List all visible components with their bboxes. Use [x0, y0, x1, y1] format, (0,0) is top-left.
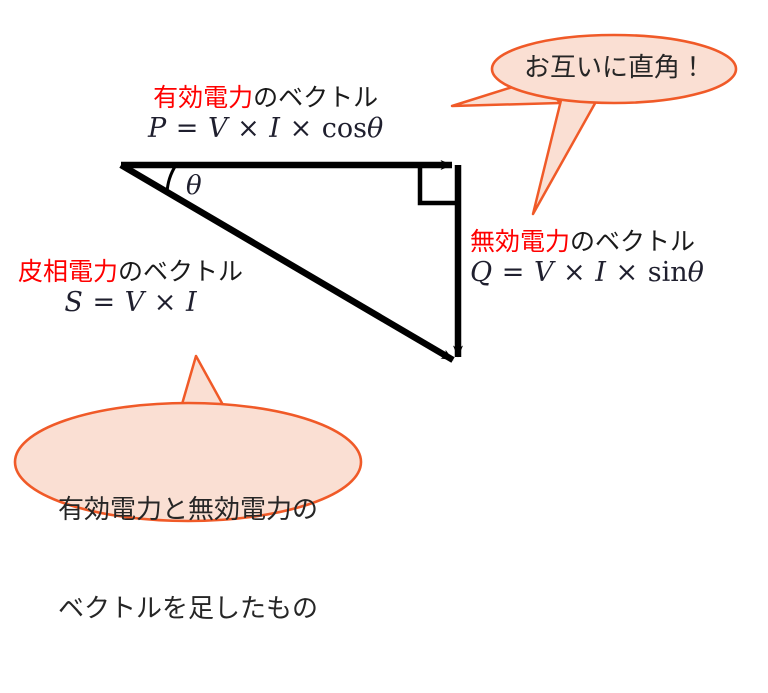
reactive-power-title-rest: のベクトル	[570, 227, 696, 256]
apparent-power-formula: S = V × I	[18, 287, 243, 318]
active-power-formula-equals: =	[175, 113, 199, 144]
apparent-power-title: 皮相電力のベクトル	[18, 258, 243, 286]
active-power-formula-times-2: ×	[289, 113, 313, 144]
apparent-power-formula-symbol: S	[64, 287, 83, 318]
right-angle-marker	[417, 166, 458, 206]
active-power-label: 有効電力のベクトル P = V × I × cosθ	[148, 84, 383, 144]
reactive-power-title-highlight: 無効電力	[470, 227, 571, 256]
vector-diagram-layer	[119, 160, 463, 363]
apparent-power-title-rest: のベクトル	[118, 257, 244, 286]
reactive-power-formula-times-2: ×	[615, 257, 639, 288]
right-angle-callout-text: お互いに直角！	[523, 53, 706, 83]
active-power-title-rest: のベクトル	[253, 83, 379, 112]
active-power-formula-symbol: P	[148, 113, 167, 144]
reactive-power-formula-times-1: ×	[563, 257, 586, 288]
apparent-power-callout-bubble[interactable]	[13, 401, 363, 523]
apparent-power-callout-text: 有効電力と無効電力の ベクトルを足したもの	[15, 427, 361, 693]
reactive-power-formula-function: sin	[647, 257, 688, 288]
apparent-power-formula-v: V	[124, 287, 145, 318]
apparent-power-label: 皮相電力のベクトル S = V × I	[18, 258, 243, 318]
apparent-power-callout-line-2: ベクトルを足したもの	[57, 594, 318, 625]
reactive-power-formula-symbol: Q	[470, 257, 493, 288]
active-power-formula-v: V	[207, 113, 228, 144]
right-angle-callout-bubble[interactable]	[490, 33, 738, 105]
apparent-power-vector	[119, 162, 455, 363]
apparent-power-callout-line-1: 有効電力と無効電力の	[57, 494, 318, 525]
active-power-title-highlight: 有効電力	[153, 83, 254, 112]
active-power-formula-function: cos	[321, 113, 368, 144]
active-power-formula-i: I	[269, 113, 280, 144]
reactive-power-label: 無効電力のベクトル Q = V × I × sinθ	[470, 228, 704, 288]
reactive-power-formula: Q = V × I × sinθ	[470, 257, 704, 288]
reactive-power-formula-theta: θ	[687, 257, 704, 288]
active-power-title: 有効電力のベクトル	[148, 84, 383, 112]
apparent-power-formula-i: I	[185, 287, 197, 318]
reactive-power-title: 無効電力のベクトル	[470, 228, 704, 256]
apparent-power-formula-times-1: ×	[153, 287, 177, 318]
theta-angle-label: θ	[186, 171, 202, 201]
reactive-power-formula-equals: =	[501, 257, 525, 288]
apparent-power-title-highlight: 皮相電力	[18, 257, 119, 286]
active-power-formula: P = V × I × cosθ	[148, 113, 384, 144]
apparent-power-formula-equals: =	[92, 287, 116, 318]
reactive-power-formula-i: I	[595, 257, 606, 288]
callout-layer	[13, 33, 738, 523]
reactive-power-formula-v: V	[533, 257, 554, 288]
diagram-canvas: 有効電力のベクトル P = V × I × cosθ 無効電力のベクトル Q =…	[13, 33, 738, 624]
active-power-formula-times-1: ×	[237, 113, 260, 144]
active-power-formula-theta: θ	[367, 113, 384, 144]
